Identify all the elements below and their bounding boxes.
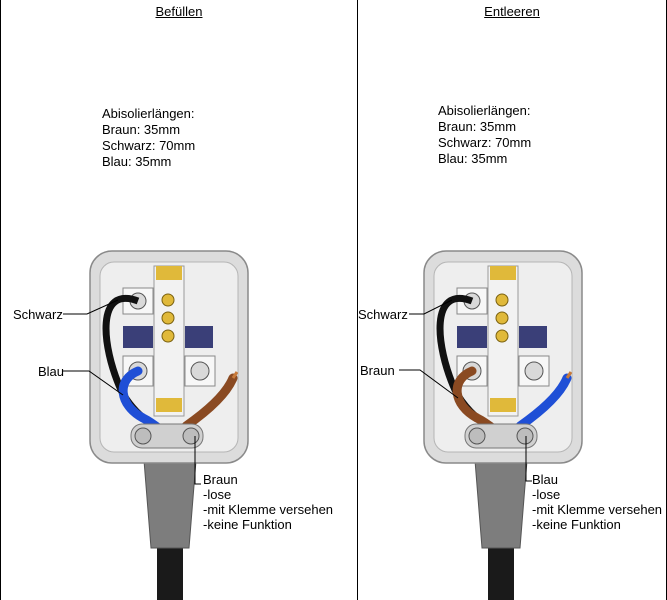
leader-line — [409, 299, 453, 315]
strip-lengths: Abisolierlängen: Braun: 35mm Schwarz: 70… — [438, 103, 531, 167]
contact-pin — [156, 398, 182, 412]
label-loose-wire: Blau -lose -mit Klemme versehen -keine F… — [532, 472, 662, 532]
loose-wire-note: -lose — [203, 487, 232, 502]
plug-illustration — [399, 250, 583, 600]
contact-pin — [156, 266, 182, 280]
terminal-bracket — [185, 326, 213, 348]
strip-heading: Abisolierlängen: — [438, 103, 531, 118]
stripped-end — [231, 371, 239, 379]
loose-wire-note: -keine Funktion — [203, 517, 292, 532]
screw-icon — [161, 329, 175, 343]
terminal-bracket — [123, 326, 153, 348]
label-loose-wire: Braun -lose -mit Klemme versehen -keine … — [203, 472, 333, 532]
screw-icon — [516, 427, 534, 445]
leader-line — [63, 299, 119, 315]
label-upper-wire: Schwarz — [358, 307, 408, 322]
label-middle-wire: Braun — [360, 363, 395, 378]
plug-illustration — [63, 250, 249, 600]
panel-empty: Entleeren Abisolierlängen: Braun: 35mm S… — [358, 0, 667, 600]
stripped-end — [565, 371, 573, 379]
panel-fill: Befüllen Abisolierlängen: Braun: 35mm Sc… — [0, 0, 358, 600]
strip-line: Braun: 35mm — [102, 122, 181, 137]
screw-icon — [161, 311, 175, 325]
wire-blue — [515, 373, 572, 431]
terminal-bracket — [519, 326, 547, 348]
strip-line: Blau: 35mm — [438, 151, 508, 166]
leader-line — [525, 436, 532, 482]
contact-pin — [490, 266, 516, 280]
wire-brown — [181, 373, 238, 431]
strip-line: Schwarz: 70mm — [102, 138, 196, 153]
screw-icon — [182, 427, 200, 445]
screw-icon — [495, 293, 509, 307]
contact-pin — [490, 398, 516, 412]
screw-icon — [190, 361, 210, 381]
leader-line — [399, 369, 459, 399]
screw-icon — [134, 427, 152, 445]
strip-line: Blau: 35mm — [102, 154, 172, 169]
strip-line: Braun: 35mm — [438, 119, 517, 134]
loose-wire-name: Blau — [532, 472, 559, 487]
panel-title: Befüllen — [155, 4, 203, 19]
loose-wire-name: Braun — [203, 472, 238, 487]
terminal-bracket — [457, 326, 487, 348]
leader-line — [194, 436, 201, 485]
screw-icon — [524, 361, 544, 381]
leader-line — [63, 370, 124, 396]
panel-title: Entleeren — [484, 4, 540, 19]
loose-wire-note: -mit Klemme versehen — [203, 502, 334, 517]
strip-heading: Abisolierlängen: — [102, 106, 195, 121]
loose-wire-note: -keine Funktion — [532, 517, 621, 532]
strip-line: Schwarz: 70mm — [438, 135, 532, 150]
loose-wire-note: -mit Klemme versehen — [532, 502, 663, 517]
label-upper-wire: Schwarz — [13, 307, 63, 322]
label-middle-wire: Blau — [38, 364, 65, 379]
screw-icon — [161, 293, 175, 307]
loose-wire-note: -lose — [532, 487, 561, 502]
screw-icon — [495, 329, 509, 343]
screw-icon — [468, 427, 486, 445]
strip-lengths: Abisolierlängen: Braun: 35mm Schwarz: 70… — [102, 106, 195, 170]
screw-icon — [495, 311, 509, 325]
